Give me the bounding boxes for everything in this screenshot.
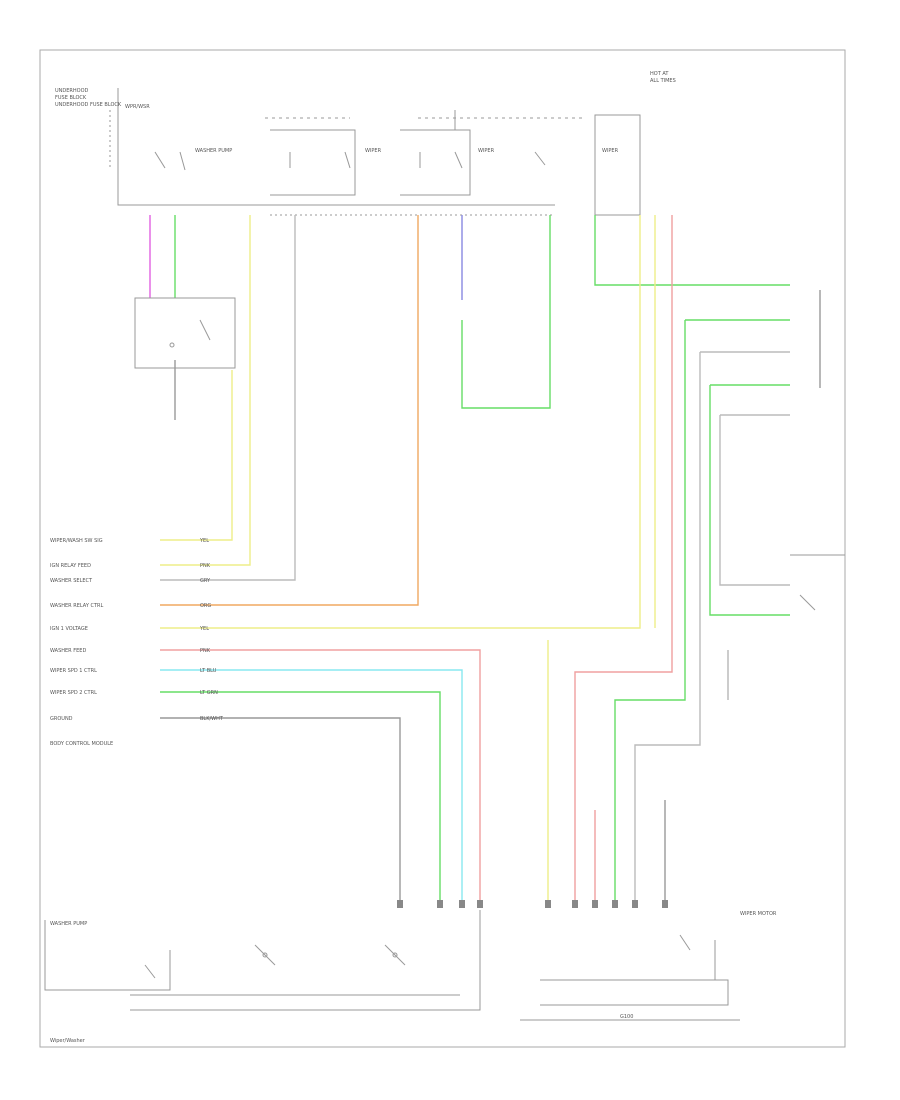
body-control-label: BODY CONTROL MODULE	[50, 741, 113, 747]
connector-wire-list: WIPER/WASH SW SIG IGN RELAY FEED WASHER …	[50, 538, 103, 722]
wiper-switch	[134, 297, 236, 369]
washer-pump-label: WASHER PUMP	[50, 921, 87, 927]
wire-color-code: PNK	[200, 648, 211, 654]
wire-color-code: PNK	[200, 563, 211, 569]
wire-label: WASHER FEED	[50, 648, 86, 654]
washer-switch	[727, 554, 845, 700]
svg-text:WIPER: WIPER	[365, 148, 382, 154]
wire-label: WASHER SELECT	[50, 578, 93, 584]
svg-text:ALL TIMES: ALL TIMES	[650, 78, 676, 84]
wiper-motor-label: WIPER MOTOR	[740, 911, 777, 917]
wire-label: GROUND	[50, 716, 73, 722]
svg-text:WIPER: WIPER	[478, 148, 495, 154]
wire-color-code: BLK/WHT	[200, 716, 224, 722]
wire-label: WIPER/WASH SW SIG	[50, 538, 103, 544]
wires	[149, 215, 821, 905]
wire-color-code: YEL	[199, 538, 209, 544]
svg-text:WPR/WSR: WPR/WSR	[125, 104, 150, 110]
svg-text:WASHER PUMP: WASHER PUMP	[195, 148, 232, 154]
ground-label: G100	[620, 1014, 633, 1020]
wire-label: WIPER SPD 2 CTRL	[50, 690, 97, 696]
svg-text:WIPER: WIPER	[602, 148, 619, 154]
wire-color-code: LT BLU	[200, 668, 217, 674]
wiper-motor	[44, 910, 740, 1021]
wire-color-code: GRY	[200, 578, 211, 584]
wire-label: WIPER SPD 1 CTRL	[50, 668, 97, 674]
wire-color-code: ORG	[200, 603, 211, 609]
wire-color-codes: YEL PNK GRY ORG YEL PNK LT BLU LT GRN BL…	[199, 538, 224, 722]
underhood-fuse-block	[109, 88, 641, 216]
wire-color-code: YEL	[199, 626, 209, 632]
svg-text:HOT AT: HOT AT	[650, 71, 669, 77]
wire-color-code: LT GRN	[200, 690, 218, 696]
svg-text:UNDERHOOD: UNDERHOOD	[55, 88, 89, 94]
page-label: Wiper/Washer	[50, 1038, 86, 1044]
fuse-block-label: UNDERHOOD FUSE BLOCK	[55, 102, 122, 108]
wire-label: WASHER RELAY CTRL	[50, 603, 103, 609]
svg-text:FUSE BLOCK: FUSE BLOCK	[55, 95, 87, 101]
diagram-frame	[39, 49, 846, 1048]
fuse-block-labels: UNDERHOOD FUSE BLOCK WPR/WSR WASHER PUMP…	[55, 71, 676, 154]
connector-pins	[397, 900, 668, 908]
wire-label: IGN 1 VOLTAGE	[50, 626, 88, 632]
wire-label: IGN RELAY FEED	[50, 563, 91, 569]
